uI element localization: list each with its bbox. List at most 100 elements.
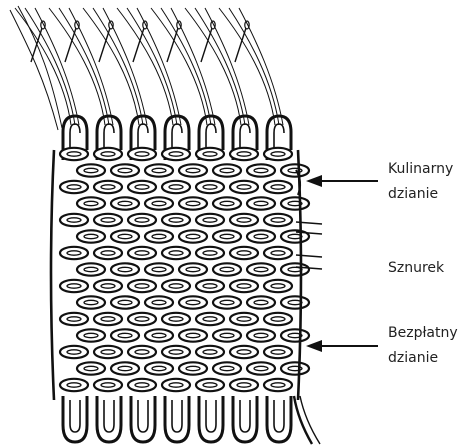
stitch [247,230,275,242]
stitch [111,197,139,209]
stitch [111,296,139,308]
stitch [281,296,309,308]
stitch [145,230,173,242]
stitch [162,247,190,259]
stitch [145,197,173,209]
needle-eye [75,21,79,29]
stitch [179,164,207,176]
stitch [60,247,88,259]
stitch [60,346,88,358]
bottom-loop [131,396,155,442]
stitch [111,230,139,242]
stitch [230,247,258,259]
stitch [128,346,156,358]
stitch [196,379,224,391]
stitch [128,214,156,226]
stitch [179,296,207,308]
stitch [264,214,292,226]
knitted-fabric [51,116,322,444]
arrow-head [306,340,322,352]
stitch [60,379,88,391]
stitch [77,197,105,209]
stitch [128,313,156,325]
needle-eye [143,21,147,29]
stitch [94,148,122,160]
stitch [247,263,275,275]
stitch [281,164,309,176]
stitch [196,181,224,193]
top-threads [10,6,283,130]
stitch [196,313,224,325]
stitch [281,263,309,275]
stitch [213,362,241,374]
stitch [128,379,156,391]
stitch [162,379,190,391]
stitch [77,164,105,176]
stitch [94,247,122,259]
needle-eye [211,21,215,29]
stitch [111,164,139,176]
stitch [213,197,241,209]
bottom-loop [165,396,189,442]
stitch [247,197,275,209]
stitch [213,329,241,341]
stitch [179,329,207,341]
stitch [179,263,207,275]
label-dzianie-top: dzianie [388,182,438,206]
stitch [145,362,173,374]
stitch [60,214,88,226]
stitch [128,247,156,259]
stitch [213,296,241,308]
stitch [77,329,105,341]
stitch [264,379,292,391]
stitch [111,362,139,374]
label-dzianie-bottom: dzianie [388,346,438,370]
stitch [162,346,190,358]
stitch [281,362,309,374]
stitch [230,181,258,193]
bottom-loop [199,396,223,442]
stitch [77,362,105,374]
stitch [281,329,309,341]
thread [10,10,58,130]
stitch [94,181,122,193]
stitch [264,313,292,325]
stitch [247,362,275,374]
tail-thread [300,396,320,444]
stitch [77,230,105,242]
stitch [196,214,224,226]
thread [18,6,62,128]
stitch [162,181,190,193]
stitch [162,280,190,292]
stitch [196,346,224,358]
stitch [94,280,122,292]
stitch [60,148,88,160]
stitch [128,280,156,292]
stitch [94,313,122,325]
stitch [179,197,207,209]
stitch [179,362,207,374]
left-edge [51,150,54,400]
stitch [213,164,241,176]
stitch [230,280,258,292]
stitch [196,247,224,259]
stitch [94,379,122,391]
stitch [111,329,139,341]
needle-eye [245,21,249,29]
stitch [94,214,122,226]
needle-eye [109,21,113,29]
label-kulinarny: Kulinarny [388,157,453,181]
bottom-loop [97,396,121,442]
stitch [162,313,190,325]
stitch [264,346,292,358]
stitch [60,181,88,193]
stitch [230,346,258,358]
stitch [247,296,275,308]
stitch [196,148,224,160]
stitch [145,329,173,341]
stitch [60,313,88,325]
stitch [162,214,190,226]
stitch [162,148,190,160]
stitch [77,296,105,308]
